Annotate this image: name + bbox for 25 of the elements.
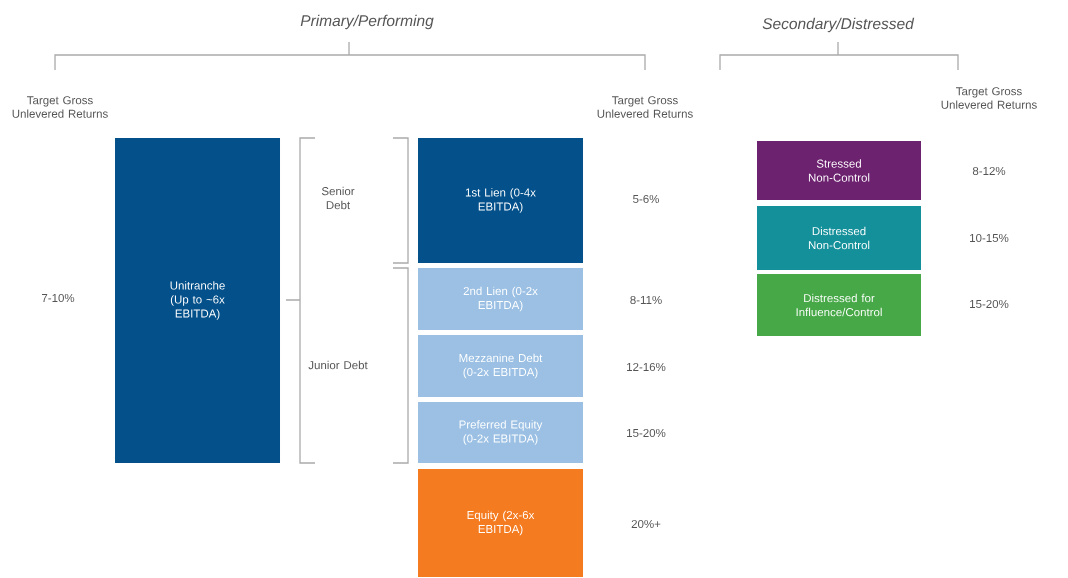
return-label: 15-20% [970, 299, 1009, 309]
return-label: 7-10% [42, 293, 75, 303]
section-heading: Secondary/Distressed [762, 17, 915, 33]
return-label: 8-11% [630, 295, 662, 305]
return-label: 15-20% [627, 428, 666, 438]
column-heading: Target Gross Unlevered Returns [941, 87, 1037, 109]
return-label: 10-15% [970, 233, 1009, 243]
tranche-box: Distressed for Influence/Control [757, 274, 921, 336]
tranche-box: Mezzanine Debt (0-2x EBITDA) [418, 335, 583, 397]
column-heading: Target Gross Unlevered Returns [597, 96, 693, 118]
tranche-box: Preferred Equity (0-2x EBITDA) [418, 402, 583, 463]
tranche-box: 1st Lien (0-4x EBITDA) [418, 138, 583, 263]
return-label: 20%+ [631, 519, 661, 529]
tranche-box: Stressed Non-Control [757, 141, 921, 200]
section-heading: Primary/Performing [300, 14, 434, 30]
tranche-box: Distressed Non-Control [757, 206, 921, 270]
bracket-label: Junior Debt [308, 360, 368, 370]
column-heading: Target Gross Unlevered Returns [12, 96, 108, 118]
return-label: 5-6% [633, 194, 659, 204]
bracket-label: Senior Debt [321, 186, 355, 210]
tranche-box: Unitranche (Up to ~6x EBITDA) [115, 138, 280, 463]
tranche-box: Equity (2x-6x EBITDA) [418, 469, 583, 577]
tranche-box: 2nd Lien (0-2x EBITDA) [418, 268, 583, 330]
return-label: 8-12% [972, 166, 1006, 176]
return-label: 12-16% [627, 362, 666, 372]
